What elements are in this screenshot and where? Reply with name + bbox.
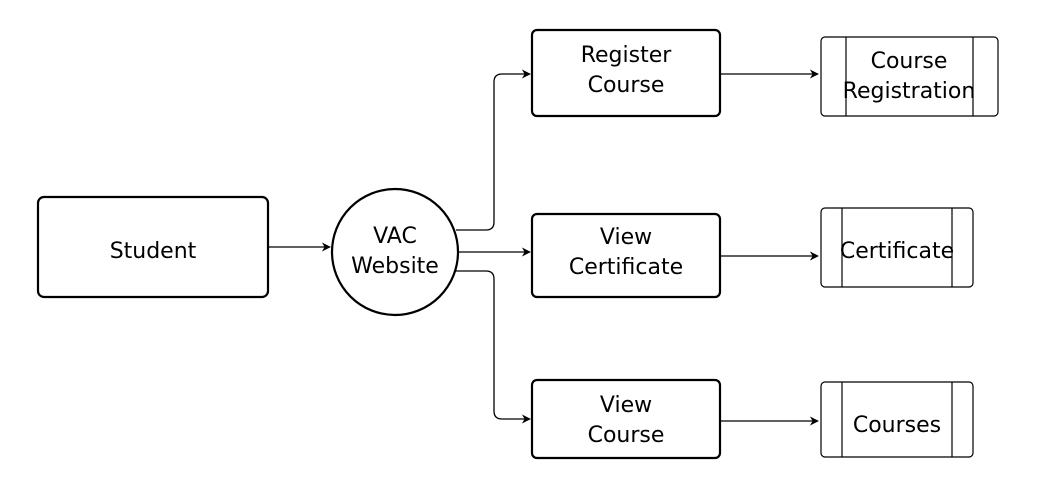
node-vac-website: VAC Website (330, 187, 460, 317)
edge-vac-website-to-register-course (456, 69, 531, 231)
student-entity-box (36, 195, 270, 299)
node-register-course: Register Course (530, 28, 722, 118)
node-course-registration: Course Registration (820, 36, 999, 117)
view-course-label-line-1: View (600, 393, 652, 418)
certificate-store-box (820, 207, 974, 288)
node-student: Student (36, 195, 270, 299)
node-view-certificate: View Certificate (530, 212, 722, 299)
register-course-label-line-1: Register (581, 43, 673, 68)
courses-store-box (820, 381, 974, 458)
node-courses: Courses (820, 381, 974, 458)
course-registration-label-line-1: Course (871, 49, 948, 74)
courses-label: Courses (853, 413, 941, 438)
course-registration-store-box (820, 36, 999, 117)
register-course-label-line-2: Course (588, 73, 665, 98)
view-certificate-label-line-2: Certificate (569, 255, 683, 280)
view-course-box (530, 378, 722, 460)
edge-vac-website-to-view-course (454, 270, 531, 424)
student-label: Student (110, 239, 197, 264)
register-course-box (530, 28, 722, 118)
view-certificate-box (530, 212, 722, 299)
view-certificate-label-line-1: View (600, 225, 652, 250)
view-course-label-line-2: Course (588, 423, 665, 448)
certificate-label: Certificate (840, 239, 954, 264)
course-registration-label-line-2: Registration (843, 79, 976, 104)
vac-website-process-circle (330, 187, 460, 317)
node-certificate: Certificate (820, 207, 974, 288)
vac-website-label-line-1: VAC (373, 224, 417, 249)
node-view-course: View Course (530, 378, 722, 460)
vac-website-label-line-2: Website (351, 254, 439, 279)
